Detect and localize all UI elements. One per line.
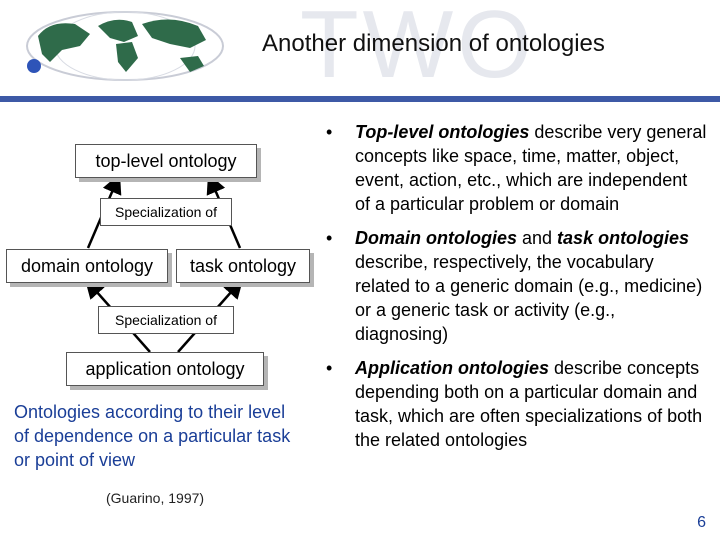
bullet-application: Application ontologies describe concepts…	[322, 356, 707, 452]
specialization-text-1: Specialization of	[115, 204, 217, 220]
domain-ontology-box: domain ontology	[6, 249, 168, 283]
specialization-text-2: Specialization of	[115, 312, 217, 328]
citation: (Guarino, 1997)	[106, 490, 205, 506]
task-ontology-label: task ontology	[189, 255, 297, 276]
slide-header: TWO Another dimension of ontologies	[0, 0, 720, 102]
bullet-term: Domain ontologies	[355, 228, 517, 248]
task-ontology-box: task ontology	[176, 249, 310, 283]
page-title: Another dimension of ontologies	[262, 30, 605, 57]
bullet-top-level: Top-level ontologies describe very gener…	[322, 120, 707, 216]
page-number: 6	[697, 514, 706, 531]
diagram-caption: Ontologies according to their level of d…	[14, 402, 291, 470]
bullet-term: Top-level ontologies	[355, 122, 530, 142]
bullet-term: task ontologies	[557, 228, 690, 248]
bullet-text: describe, respectively, the vocabulary r…	[355, 252, 703, 344]
top-level-ontology-box: top-level ontology	[75, 144, 257, 178]
bullet-list: Top-level ontologies describe very gener…	[322, 120, 707, 462]
bullet-term: Application ontologies	[355, 358, 549, 378]
bullet-text: describe very general concepts like spac…	[355, 122, 707, 214]
domain-ontology-label: domain ontology	[20, 255, 154, 276]
header-divider	[0, 96, 720, 102]
bullet-text: describe concepts depending both on a pa…	[355, 358, 703, 450]
top-level-ontology-label: top-level ontology	[95, 150, 237, 171]
application-ontology-label: application ontology	[85, 358, 245, 379]
bullet-domain-task: Domain ontologies and task ontologies de…	[322, 226, 707, 346]
specialization-label-2: Specialization of	[98, 306, 234, 334]
specialization-label-1: Specialization of	[100, 198, 232, 226]
bullet-text: and	[517, 228, 558, 248]
application-ontology-box: application ontology	[66, 352, 264, 386]
watermark-text: TWO	[300, 0, 536, 98]
globe-logo-icon	[26, 11, 224, 81]
